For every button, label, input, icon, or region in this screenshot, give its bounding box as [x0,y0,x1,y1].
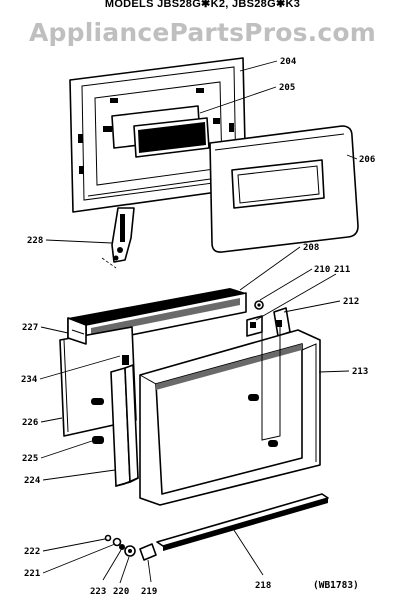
outer-door-panel-206 [209,125,359,253]
callout-labels: 204 205 206 208 210 211 212 213 218 219 … [21,57,375,597]
bottom-trim-218 [156,493,329,551]
door-frame-213 [139,322,321,506]
side-channel-224 [110,355,139,487]
callout-205: 205 [279,83,295,93]
callout-210: 210 [314,265,330,275]
callout-211: 211 [334,265,350,275]
callout-220: 220 [113,587,129,597]
bracket-211 [246,315,263,337]
screw-222 [104,534,112,542]
models-title: MODELS JBS28G✱K2, JBS28G✱K3 [104,0,301,10]
leader-lines [39,60,358,584]
callout-208: 208 [303,243,319,253]
callout-206: 206 [359,155,375,165]
callout-223: 223 [90,587,106,597]
vent-duct-227 [67,317,87,345]
clip-210 [254,300,264,310]
callout-224: 224 [24,476,41,486]
nut-223 [119,544,125,550]
bracket-212 [273,307,291,337]
callout-218: 218 [255,581,271,591]
callout-212: 212 [343,297,359,307]
diagram-code: (WB1783) [313,580,359,591]
callout-221: 221 [24,569,40,579]
callout-222: 222 [24,547,40,557]
screw-221 [112,537,122,547]
callout-234: 234 [21,375,38,385]
callout-225: 225 [22,454,38,464]
callout-228: 228 [27,236,43,246]
watermark: AppliancePartsPros.com [28,18,377,47]
callout-227: 227 [22,323,38,333]
callout-219: 219 [141,587,157,597]
callout-213: 213 [352,367,368,377]
washer-220 [124,545,136,557]
hinge-228 [101,207,135,269]
callout-226: 226 [22,418,38,428]
window-glass-205 [111,105,210,158]
callout-204: 204 [280,57,297,67]
cap-219 [139,543,157,561]
